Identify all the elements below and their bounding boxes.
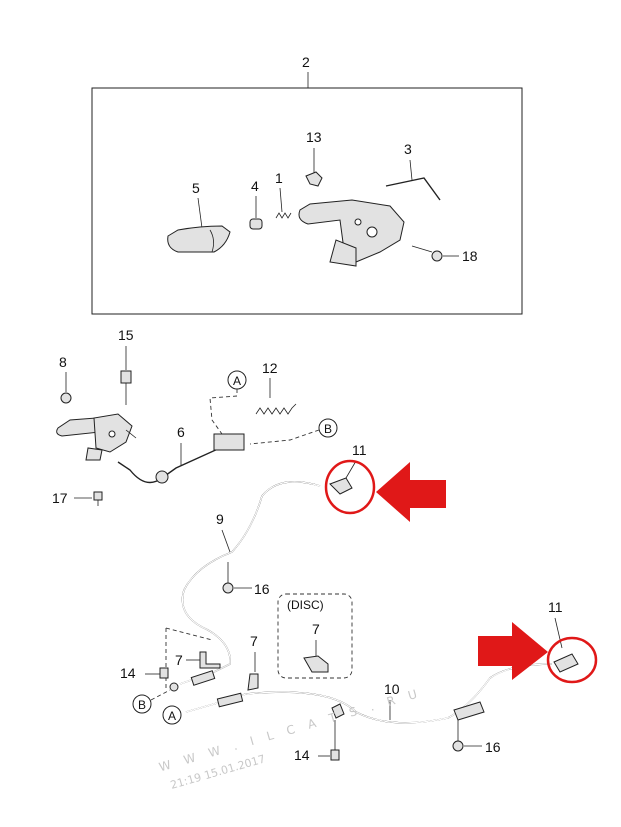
ref-b-top: B xyxy=(324,422,332,436)
bolt-part-17 xyxy=(93,491,103,501)
label-part-18: 18 xyxy=(462,248,478,264)
watermark-site: W W W . I L C A T S . R U xyxy=(157,686,423,775)
highlight-circle-right xyxy=(546,636,598,684)
leader-3 xyxy=(409,159,413,181)
bracket-part-7-mid xyxy=(247,673,259,691)
ref-circle-b-top xyxy=(318,418,338,438)
label-part-13: 13 xyxy=(306,129,322,145)
ref-a-bottom: A xyxy=(168,709,176,723)
label-part-12: 12 xyxy=(262,360,278,376)
label-part-11-right: 11 xyxy=(548,599,563,615)
rear-cable-part-10 xyxy=(185,663,553,724)
leader-1 xyxy=(279,187,283,213)
disc-label: (DISC) xyxy=(287,598,324,612)
label-part-16-right: 16 xyxy=(485,739,501,755)
leader-11-right xyxy=(554,617,563,649)
label-part-3: 3 xyxy=(404,141,412,157)
label-part-11-top: 11 xyxy=(352,442,367,458)
label-part-14-left: 14 xyxy=(120,665,136,681)
label-part-16-mid: 16 xyxy=(254,581,270,597)
label-part-7-disc: 7 xyxy=(312,621,320,637)
label-part-1: 1 xyxy=(275,170,283,186)
highlight-arrow-right xyxy=(478,622,548,680)
spring-part-12 xyxy=(255,403,297,415)
label-part-6: 6 xyxy=(177,424,185,440)
bolt-18-shaft xyxy=(411,245,433,253)
button-part xyxy=(249,218,263,230)
bolt-part-14-left xyxy=(159,667,169,679)
spring-part xyxy=(275,212,292,219)
disc-box xyxy=(277,593,353,679)
watermark: W W W . I L C A T S . R U 21:19 15.01.20… xyxy=(157,686,423,792)
hand-grip-part xyxy=(167,225,231,253)
equalizer-part xyxy=(213,433,245,451)
label-part-14-bottom: 14 xyxy=(294,747,310,763)
front-cable-part-6 xyxy=(117,445,237,484)
bolt-part-14-bottom xyxy=(330,749,340,761)
nut-part-16-mid xyxy=(222,582,234,594)
ref-a-top-dash xyxy=(209,389,238,435)
ratchet-part xyxy=(305,171,323,187)
bracket-part-7-left xyxy=(199,651,221,669)
label-part-4: 4 xyxy=(251,178,259,194)
nut-part-16-right xyxy=(452,740,464,752)
leader-5 xyxy=(197,197,203,229)
ref-circle-b-bottom xyxy=(132,694,152,714)
ref-b-bottom-dash xyxy=(150,689,171,701)
leader-11-top xyxy=(345,460,357,479)
label-part-7-left: 7 xyxy=(175,652,183,668)
label-assembly: 2 xyxy=(302,54,310,70)
ref-b-bottom: B xyxy=(138,698,146,712)
label-part-5: 5 xyxy=(192,180,200,196)
label-part-17: 17 xyxy=(52,490,68,506)
label-part-8: 8 xyxy=(59,354,67,370)
bolt-part-15 xyxy=(120,370,132,384)
label-part-15: 15 xyxy=(118,327,134,343)
lever-assembly-small xyxy=(56,413,137,461)
nut-part-8 xyxy=(60,392,72,404)
ref-a-top: A xyxy=(233,374,241,388)
cable-6-end xyxy=(155,470,169,484)
bracket-part-11-top xyxy=(329,477,353,495)
leader-9 xyxy=(221,529,231,553)
highlight-arrow-top xyxy=(376,462,446,522)
label-part-7-mid: 7 xyxy=(250,633,258,649)
ref-circle-a-bottom xyxy=(162,705,182,725)
left-bracket-dash xyxy=(165,627,213,690)
bracket-part-7-disc xyxy=(303,655,329,673)
label-part-9: 9 xyxy=(216,511,224,527)
highlight-circle-top xyxy=(324,459,376,515)
rod-part xyxy=(385,177,441,201)
label-part-10: 10 xyxy=(384,681,400,697)
lever-body-part xyxy=(298,199,405,267)
bolt-part-18 xyxy=(431,250,443,262)
ref-b-top-dash xyxy=(249,429,320,445)
bracket-part-11-right xyxy=(553,653,579,673)
rear-cable-part-9 xyxy=(169,481,321,692)
assembly-box xyxy=(91,87,523,315)
